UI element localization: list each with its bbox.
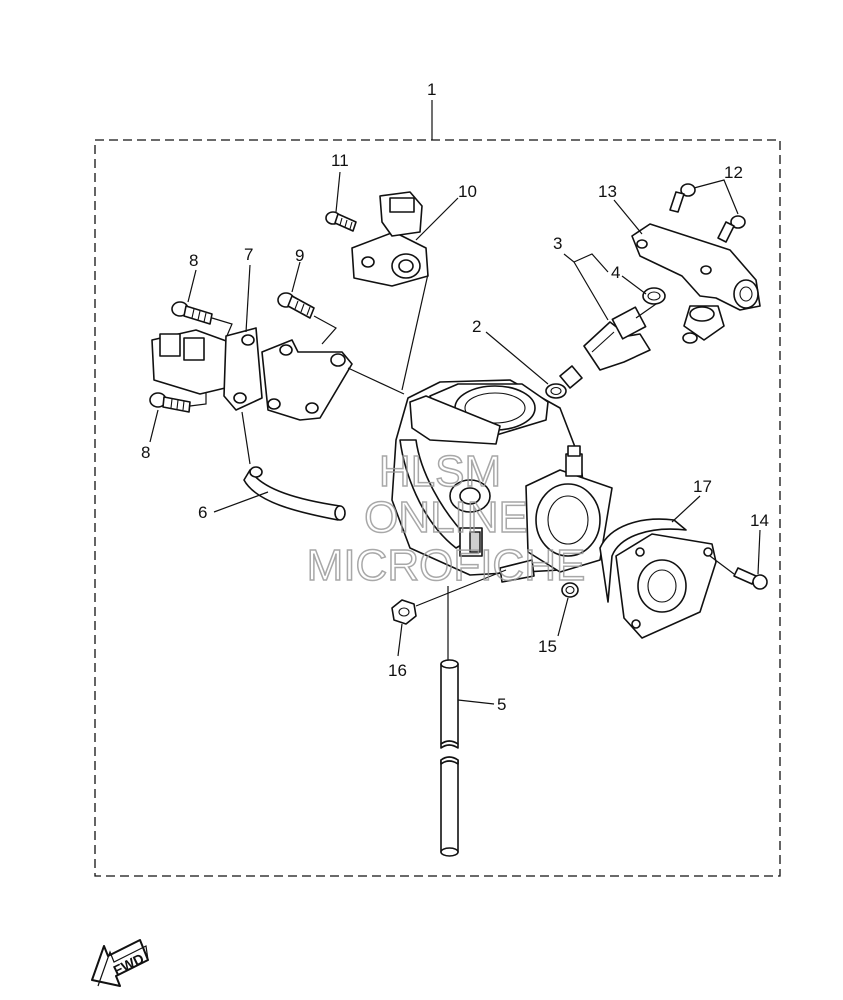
leader-15: [557, 597, 569, 637]
leader-16-path: [415, 569, 507, 607]
leader-12: [693, 179, 739, 215]
callout-17: 17: [693, 477, 712, 496]
part-8-screw-upper: [171, 301, 213, 325]
leader-5: [457, 699, 495, 705]
callout-3: 3: [553, 234, 562, 253]
leader-9-path: [313, 315, 337, 345]
leader-8-lower-path: [189, 392, 207, 407]
leader-2: [485, 331, 549, 385]
assembly-boundary-box: [94, 139, 781, 877]
callout-5: 5: [497, 695, 506, 714]
callout-8-upper: 8: [189, 251, 198, 270]
callout-2: 2: [472, 317, 481, 336]
part-2-o-ring: [545, 383, 567, 399]
leader-8-upper: [187, 269, 197, 303]
leader-6: [213, 491, 269, 513]
callout-10: 10: [458, 182, 477, 201]
callout-14: 14: [750, 511, 769, 530]
cover-plate: [615, 533, 717, 639]
fwd-arrow-icon: [91, 939, 149, 987]
leader-4: [621, 275, 647, 295]
leader-13: [613, 199, 643, 235]
leader-14: [757, 529, 761, 575]
leader-8-lower: [149, 409, 159, 443]
part-17-gasket: [599, 518, 687, 603]
leader-9: [291, 261, 301, 293]
callout-11: 11: [331, 151, 349, 170]
part-12-screw-right: [717, 215, 746, 243]
leader-10-mount: [401, 273, 429, 391]
part-16-nut: [391, 599, 417, 625]
part-5-hose: [440, 659, 459, 857]
leader-bracket-to-body: [347, 367, 405, 395]
part-8-screw-lower: [149, 392, 191, 413]
part-9-screw: [277, 292, 315, 319]
part-15-nut: [561, 582, 579, 598]
watermark-line-1: HLSM: [379, 447, 501, 496]
part-13-fuel-joint: [631, 223, 761, 344]
leader-17: [671, 495, 701, 523]
callout-16: 16: [388, 661, 407, 680]
watermark-line-2: ONLINE: [364, 493, 528, 542]
part-12-screw-left: [669, 183, 696, 213]
callout-13: 13: [598, 182, 617, 201]
part-3-injector: [559, 306, 651, 389]
leader-14-path: [709, 555, 735, 575]
part-4-o-ring: [642, 287, 666, 305]
part-14-screw: [733, 567, 768, 590]
watermark-line-3: MICROFICHE: [307, 541, 586, 590]
leader-3-b: [573, 253, 609, 273]
callout-9: 9: [295, 246, 304, 265]
callout-1: 1: [427, 80, 436, 99]
part-10-throttle-sensor: [351, 191, 429, 287]
part-7-sensor: [151, 327, 263, 411]
part-6-hose: [243, 466, 346, 521]
leader-7: [245, 264, 251, 333]
leader-16: [397, 623, 403, 657]
part-11-screw: [325, 211, 357, 232]
part-bracket-plate: [261, 339, 353, 421]
leader-8-upper-path: [211, 317, 233, 339]
throttle-body: [391, 379, 613, 583]
leader-6-path: [241, 411, 251, 465]
callout-7: 7: [244, 245, 253, 264]
callout-8-lower: 8: [141, 443, 150, 462]
leader-4-b: [635, 303, 657, 319]
callout-4: 4: [611, 263, 620, 282]
callout-15: 15: [538, 637, 557, 656]
callout-12: 12: [724, 163, 743, 182]
leader-11: [335, 171, 341, 213]
leader-10: [415, 197, 459, 241]
callout-6: 6: [198, 503, 207, 522]
